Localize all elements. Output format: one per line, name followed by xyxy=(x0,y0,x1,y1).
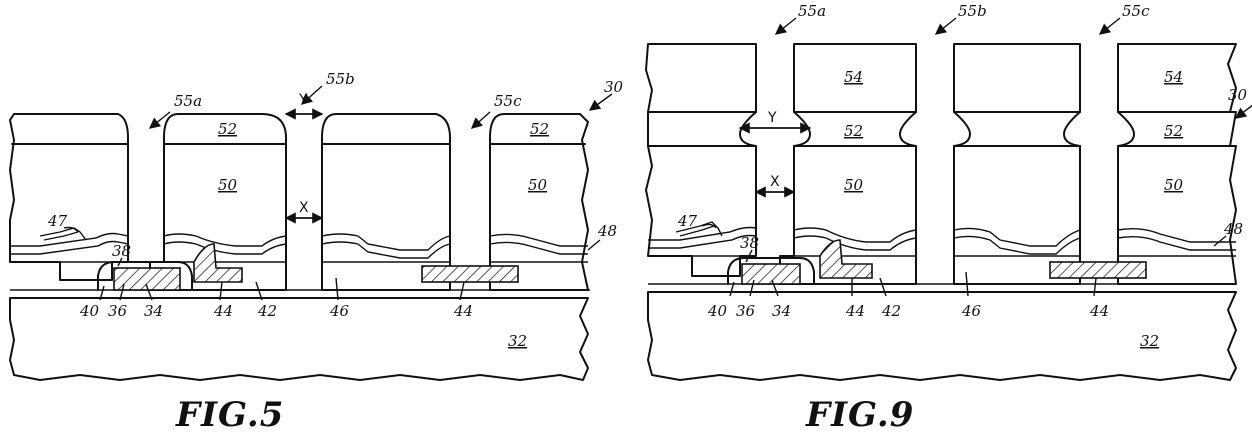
label-40: 40 xyxy=(79,302,100,320)
dimension-x: X xyxy=(299,200,309,216)
dimension-y: Y xyxy=(767,110,777,126)
label-52: 52 xyxy=(844,122,863,140)
block-54-left xyxy=(645,43,757,113)
figure-9: 55a 55b 55c 30 54 54 52 52 50 50 Y X 47 … xyxy=(645,2,1252,435)
label-44: 44 xyxy=(453,302,473,320)
label-47: 47 xyxy=(47,212,68,230)
label-46: 46 xyxy=(329,302,350,320)
gate-34 xyxy=(113,267,181,291)
label-30: 30 xyxy=(1228,86,1248,104)
figure-caption: FIG.9 xyxy=(805,395,914,435)
block-54-mid xyxy=(953,43,1081,113)
label-38: 38 xyxy=(112,242,131,260)
dimension-y: Y xyxy=(298,92,308,108)
label-52: 52 xyxy=(1164,122,1183,140)
hatch-44-right xyxy=(421,265,519,283)
label-55c: 55c xyxy=(494,92,522,110)
substrate-32 xyxy=(647,291,1237,381)
label-52: 52 xyxy=(530,120,549,138)
label-50: 50 xyxy=(1164,176,1184,194)
label-30: 30 xyxy=(604,78,624,96)
label-55c: 55c xyxy=(1122,2,1150,20)
label-32: 32 xyxy=(508,332,527,350)
label-42: 42 xyxy=(257,302,277,320)
hatch-44-middle xyxy=(193,243,243,283)
label-54: 54 xyxy=(844,68,863,86)
block-right-middle xyxy=(321,113,451,291)
label-32: 32 xyxy=(1140,332,1159,350)
hatch-44-right xyxy=(1049,261,1147,279)
substrate-32 xyxy=(9,297,589,381)
label-52: 52 xyxy=(218,120,237,138)
label-44: 44 xyxy=(213,302,233,320)
label-36: 36 xyxy=(736,302,756,320)
label-38: 38 xyxy=(740,234,759,252)
figure-5: 55a 55b 55c 30 52 52 50 50 Y X 47 38 48 … xyxy=(9,70,624,435)
block-left xyxy=(9,113,129,281)
block-right xyxy=(489,113,589,291)
label-48: 48 xyxy=(597,222,617,240)
block-middle xyxy=(149,113,287,291)
label-36: 36 xyxy=(108,302,128,320)
label-34: 34 xyxy=(144,302,163,320)
label-48: 48 xyxy=(1223,220,1243,238)
label-50: 50 xyxy=(528,176,548,194)
label-47: 47 xyxy=(677,212,698,230)
gate-34 xyxy=(741,263,801,285)
label-42: 42 xyxy=(881,302,901,320)
block-54 xyxy=(793,43,917,113)
label-40: 40 xyxy=(707,302,728,320)
figure-caption: FIG.5 xyxy=(175,395,284,435)
label-34: 34 xyxy=(772,302,791,320)
dimension-x: X xyxy=(770,174,780,190)
label-55a: 55a xyxy=(798,2,826,20)
label-44: 44 xyxy=(1089,302,1109,320)
label-50: 50 xyxy=(218,176,238,194)
label-44: 44 xyxy=(845,302,865,320)
label-54: 54 xyxy=(1164,68,1183,86)
label-50: 50 xyxy=(844,176,864,194)
label-46: 46 xyxy=(961,302,982,320)
label-55b: 55b xyxy=(958,2,987,20)
hatch-44-middle xyxy=(819,239,873,279)
label-55b: 55b xyxy=(326,70,355,88)
label-55a: 55a xyxy=(174,92,202,110)
